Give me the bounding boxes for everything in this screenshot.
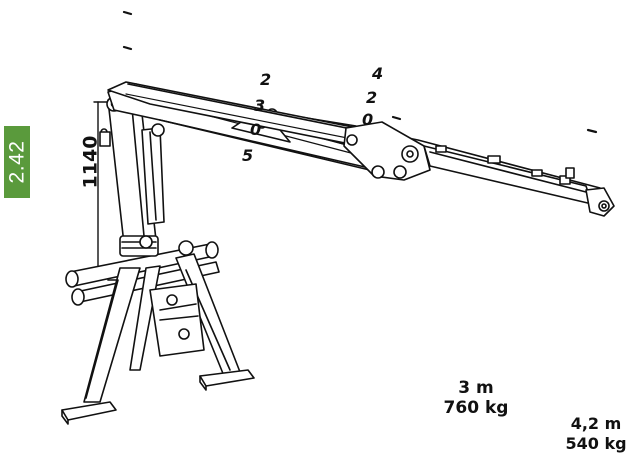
extension-label: 4: [372, 64, 384, 83]
extension-label: 2: [260, 70, 272, 89]
extension-label: 0: [250, 120, 262, 139]
height-dimension-line: [93, 101, 109, 271]
top-tick-marks: [122, 10, 598, 134]
load-capacity-2: 4,2 m 540 kg: [558, 414, 633, 454]
base-stand: [61, 240, 255, 425]
height-value: 1140: [78, 135, 101, 189]
load-capacity-1: 3 m 760 kg: [424, 378, 528, 418]
product-code-badge: 2.42: [4, 126, 30, 198]
load-distance: 4,2 m: [570, 414, 622, 433]
product-code-text: 2.42: [5, 140, 28, 184]
load-mass: 540 kg: [565, 434, 627, 453]
crane-column: [99, 95, 165, 257]
outer-boom: [107, 81, 615, 217]
height-dimension-label: 1140: [62, 126, 118, 198]
load-mass: 760 kg: [443, 398, 509, 418]
extension-label: 5: [242, 146, 254, 165]
load-distance: 3 m: [458, 378, 494, 398]
extension-label: 0: [362, 110, 374, 129]
extension-label: 3: [254, 96, 266, 115]
extension-label: 2: [366, 88, 378, 107]
